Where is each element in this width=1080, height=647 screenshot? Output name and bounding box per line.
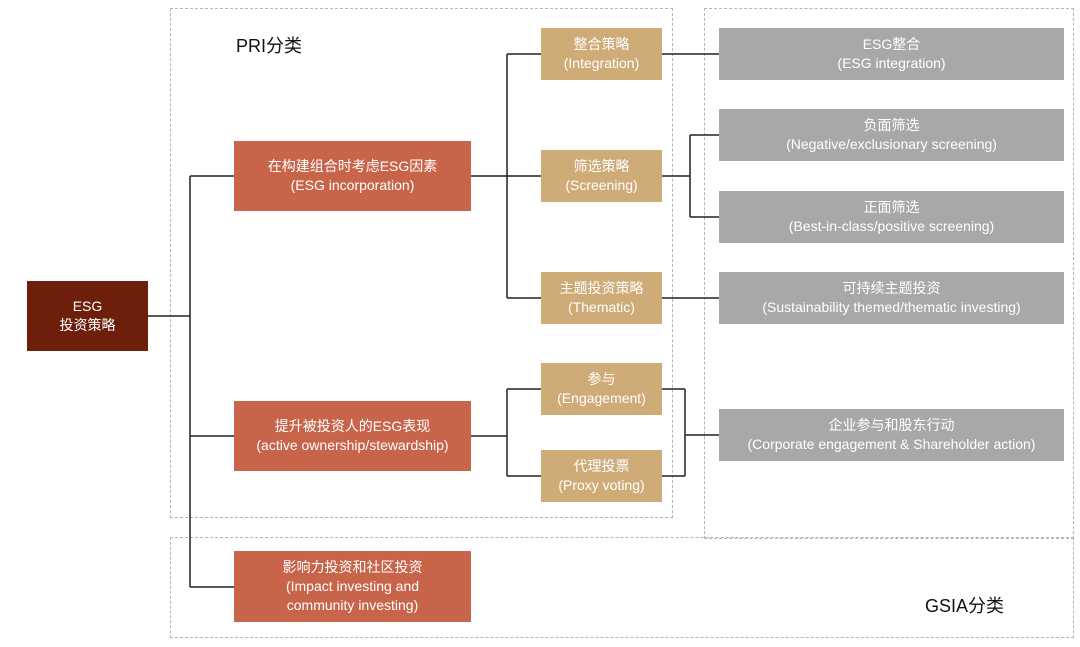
thematic-en: (Thematic) — [568, 299, 635, 315]
gsia-region-top — [704, 8, 1074, 539]
esg-incorporation-cn: 在构建组合时考虑ESG因素 — [267, 158, 438, 174]
gsia-negative-en: (Negative/exclusionary screening) — [786, 136, 997, 152]
proxy-voting-cn: 代理投票 — [573, 458, 630, 474]
integration-strategy-box: 整合策略 (Integration) — [541, 28, 662, 80]
esg-incorporation-box: 在构建组合时考虑ESG因素 (ESG incorporation) — [234, 141, 471, 211]
gsia-corporate-cn: 企业参与和股东行动 — [828, 417, 955, 433]
impact-investing-en-1: (Impact investing and — [285, 578, 420, 594]
engagement-box: 参与 (Engagement) — [541, 363, 662, 415]
active-ownership-box: 提升被投资人的ESG表现 (active ownership/stewardsh… — [234, 401, 471, 471]
proxy-voting-en: (Proxy voting) — [558, 477, 645, 493]
gsia-esg-integration-cn: ESG整合 — [862, 36, 921, 52]
gsia-sustainability-themed-box: 可持续主题投资 (Sustainability themed/thematic … — [719, 272, 1064, 324]
screening-strategy-box: 筛选策略 (Screening) — [541, 150, 662, 202]
impact-investing-en-2: community investing) — [286, 597, 419, 613]
integration-en: (Integration) — [563, 55, 640, 71]
gsia-corporate-engagement-box: 企业参与和股东行动 (Corporate engagement & Shareh… — [719, 409, 1064, 461]
gsia-positive-screening-box: 正面筛选 (Best-in-class/positive screening) — [719, 191, 1064, 243]
gsia-sustainability-cn: 可持续主题投资 — [842, 280, 941, 296]
esg-incorporation-en: (ESG incorporation) — [290, 177, 415, 193]
gsia-region-bottom — [170, 537, 1074, 638]
screening-en: (Screening) — [565, 177, 638, 193]
gsia-corporate-en: (Corporate engagement & Shareholder acti… — [747, 436, 1036, 452]
gsia-positive-cn: 正面筛选 — [863, 199, 920, 215]
proxy-voting-box: 代理投票 (Proxy voting) — [541, 450, 662, 502]
pri-region — [170, 8, 673, 518]
root-line1: ESG — [72, 298, 103, 314]
thematic-cn: 主题投资策略 — [559, 280, 644, 296]
impact-investing-cn: 影响力投资和社区投资 — [282, 559, 423, 575]
gsia-esg-integration-box: ESG整合 (ESG integration) — [719, 28, 1064, 80]
integration-cn: 整合策略 — [573, 36, 630, 52]
pri-label: PRI分类 — [236, 36, 303, 56]
thematic-strategy-box: 主题投资策略 (Thematic) — [541, 272, 662, 324]
gsia-negative-cn: 负面筛选 — [863, 117, 920, 133]
gsia-negative-screening-box: 负面筛选 (Negative/exclusionary screening) — [719, 109, 1064, 161]
screening-cn: 筛选策略 — [573, 158, 630, 174]
gsia-esg-integration-en: (ESG integration) — [837, 55, 946, 71]
gsia-sustainability-en: (Sustainability themed/thematic investin… — [762, 299, 1021, 315]
active-ownership-en: (active ownership/stewardship) — [256, 437, 449, 453]
active-ownership-cn: 提升被投资人的ESG表现 — [274, 418, 431, 434]
gsia-label: GSIA分类 — [925, 596, 1005, 616]
impact-investing-box: 影响力投资和社区投资 (Impact investing and communi… — [234, 551, 471, 622]
root-line2: 投资策略 — [59, 317, 116, 333]
engagement-en: (Engagement) — [557, 390, 646, 406]
root-esg-strategy: ESG 投资策略 — [27, 281, 148, 351]
engagement-cn: 参与 — [587, 371, 616, 387]
gsia-positive-en: (Best-in-class/positive screening) — [788, 218, 995, 234]
